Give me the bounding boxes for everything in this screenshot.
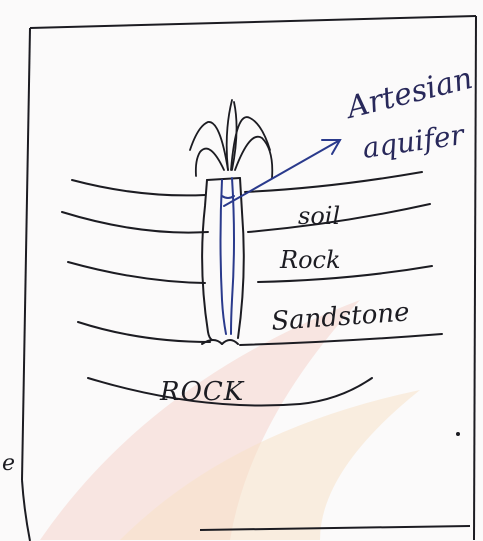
- layer-line-4-right: [240, 334, 442, 345]
- aquifer-label: aquifer: [360, 118, 467, 165]
- layer-line-2: [62, 212, 208, 233]
- stray-dot: [456, 432, 460, 436]
- sandstone-label: Sandstone: [270, 297, 410, 337]
- rock-upper-label: Rock: [279, 246, 341, 274]
- layer-lines: [62, 172, 442, 406]
- artesian-label: Artesian: [341, 61, 477, 127]
- rock-lower-label: ROCK: [159, 377, 245, 407]
- fountain-spray: [190, 100, 272, 178]
- layer-line-3: [68, 262, 205, 283]
- margin-text: e: [2, 451, 15, 476]
- soil-label: soil: [298, 202, 340, 230]
- layer-line-1: [72, 180, 205, 195]
- pointer-arrow: [224, 140, 340, 206]
- layer-line-4: [78, 322, 210, 342]
